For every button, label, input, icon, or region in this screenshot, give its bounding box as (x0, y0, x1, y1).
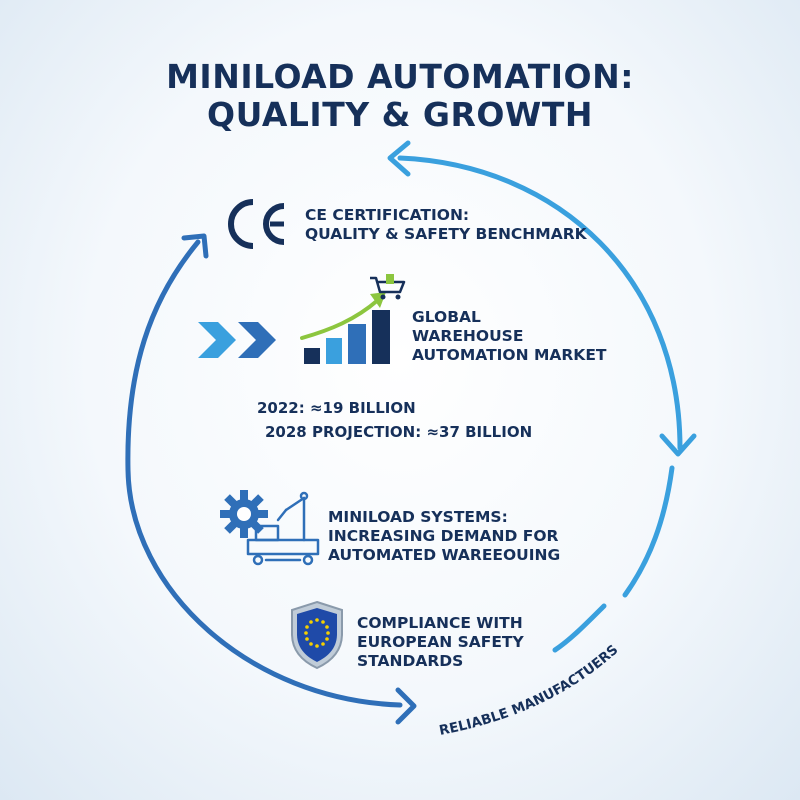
miniload-line-1: MINILOAD SYSTEMS: (328, 508, 508, 526)
ring-arc-right (397, 155, 683, 451)
growth-bar-chart-icon (300, 274, 406, 364)
ce-line-2: QUALITY & SAFETY BENCHMARK (305, 225, 587, 243)
eu-stars (304, 618, 330, 648)
arrowhead-top (387, 140, 411, 177)
ring-arc-bottom-right (552, 603, 607, 653)
market-line-3: AUTOMATION MARKET (412, 346, 607, 364)
market-line-1: GLOBAL (412, 308, 481, 326)
market-line-2: WAREHOUSE (412, 327, 524, 345)
market-label: GLOBAL WAREHOUSE AUTOMATION MARKET (412, 308, 606, 365)
miniload-line-2: INCREASING DEMAND FOR (328, 527, 559, 545)
stat-2028: 2028 PROJECTION: ≈37 BILLION (265, 423, 533, 441)
ring-arc-left (125, 239, 403, 708)
ce-certification-label: CE CERTIFICATION: QUALITY & SAFETY BENCH… (305, 206, 587, 244)
eu-shield-icon (291, 600, 343, 670)
compliance-line-3: STANDARDS (357, 652, 464, 670)
ce-mark-icon (228, 199, 285, 249)
compliance-line-2: EUROPEAN SAFETY (357, 633, 524, 651)
compliance-line-1: COMPLIANCE WITH (357, 614, 523, 632)
gear-icon (220, 490, 268, 538)
stat-2022: 2022: ≈19 BILLION (257, 399, 416, 417)
gear-robot-arm-icon (220, 490, 320, 566)
robot-arm-icon (246, 491, 320, 566)
ring-arc-right-lower (622, 465, 675, 598)
cart-icon (370, 274, 406, 300)
ce-line-1: CE CERTIFICATION: (305, 206, 470, 224)
miniload-label: MINILOAD SYSTEMS: INCREASING DEMAND FOR … (328, 508, 560, 565)
title-line-2: QUALITY & GROWTH (207, 95, 593, 134)
arrowhead-left (181, 233, 209, 259)
page-title: MINILOAD AUTOMATION: QUALITY & GROWTH (0, 58, 800, 134)
arrowhead-right (659, 433, 697, 457)
miniload-line-3: AUTOMATED WAREEOUING (328, 546, 561, 564)
compliance-label: COMPLIANCE WITH EUROPEAN SAFETY STANDARD… (357, 614, 524, 671)
chevrons-icon (198, 322, 276, 358)
arrowhead-bottom (395, 687, 417, 725)
title-line-1: MINILOAD AUTOMATION: (166, 57, 634, 96)
